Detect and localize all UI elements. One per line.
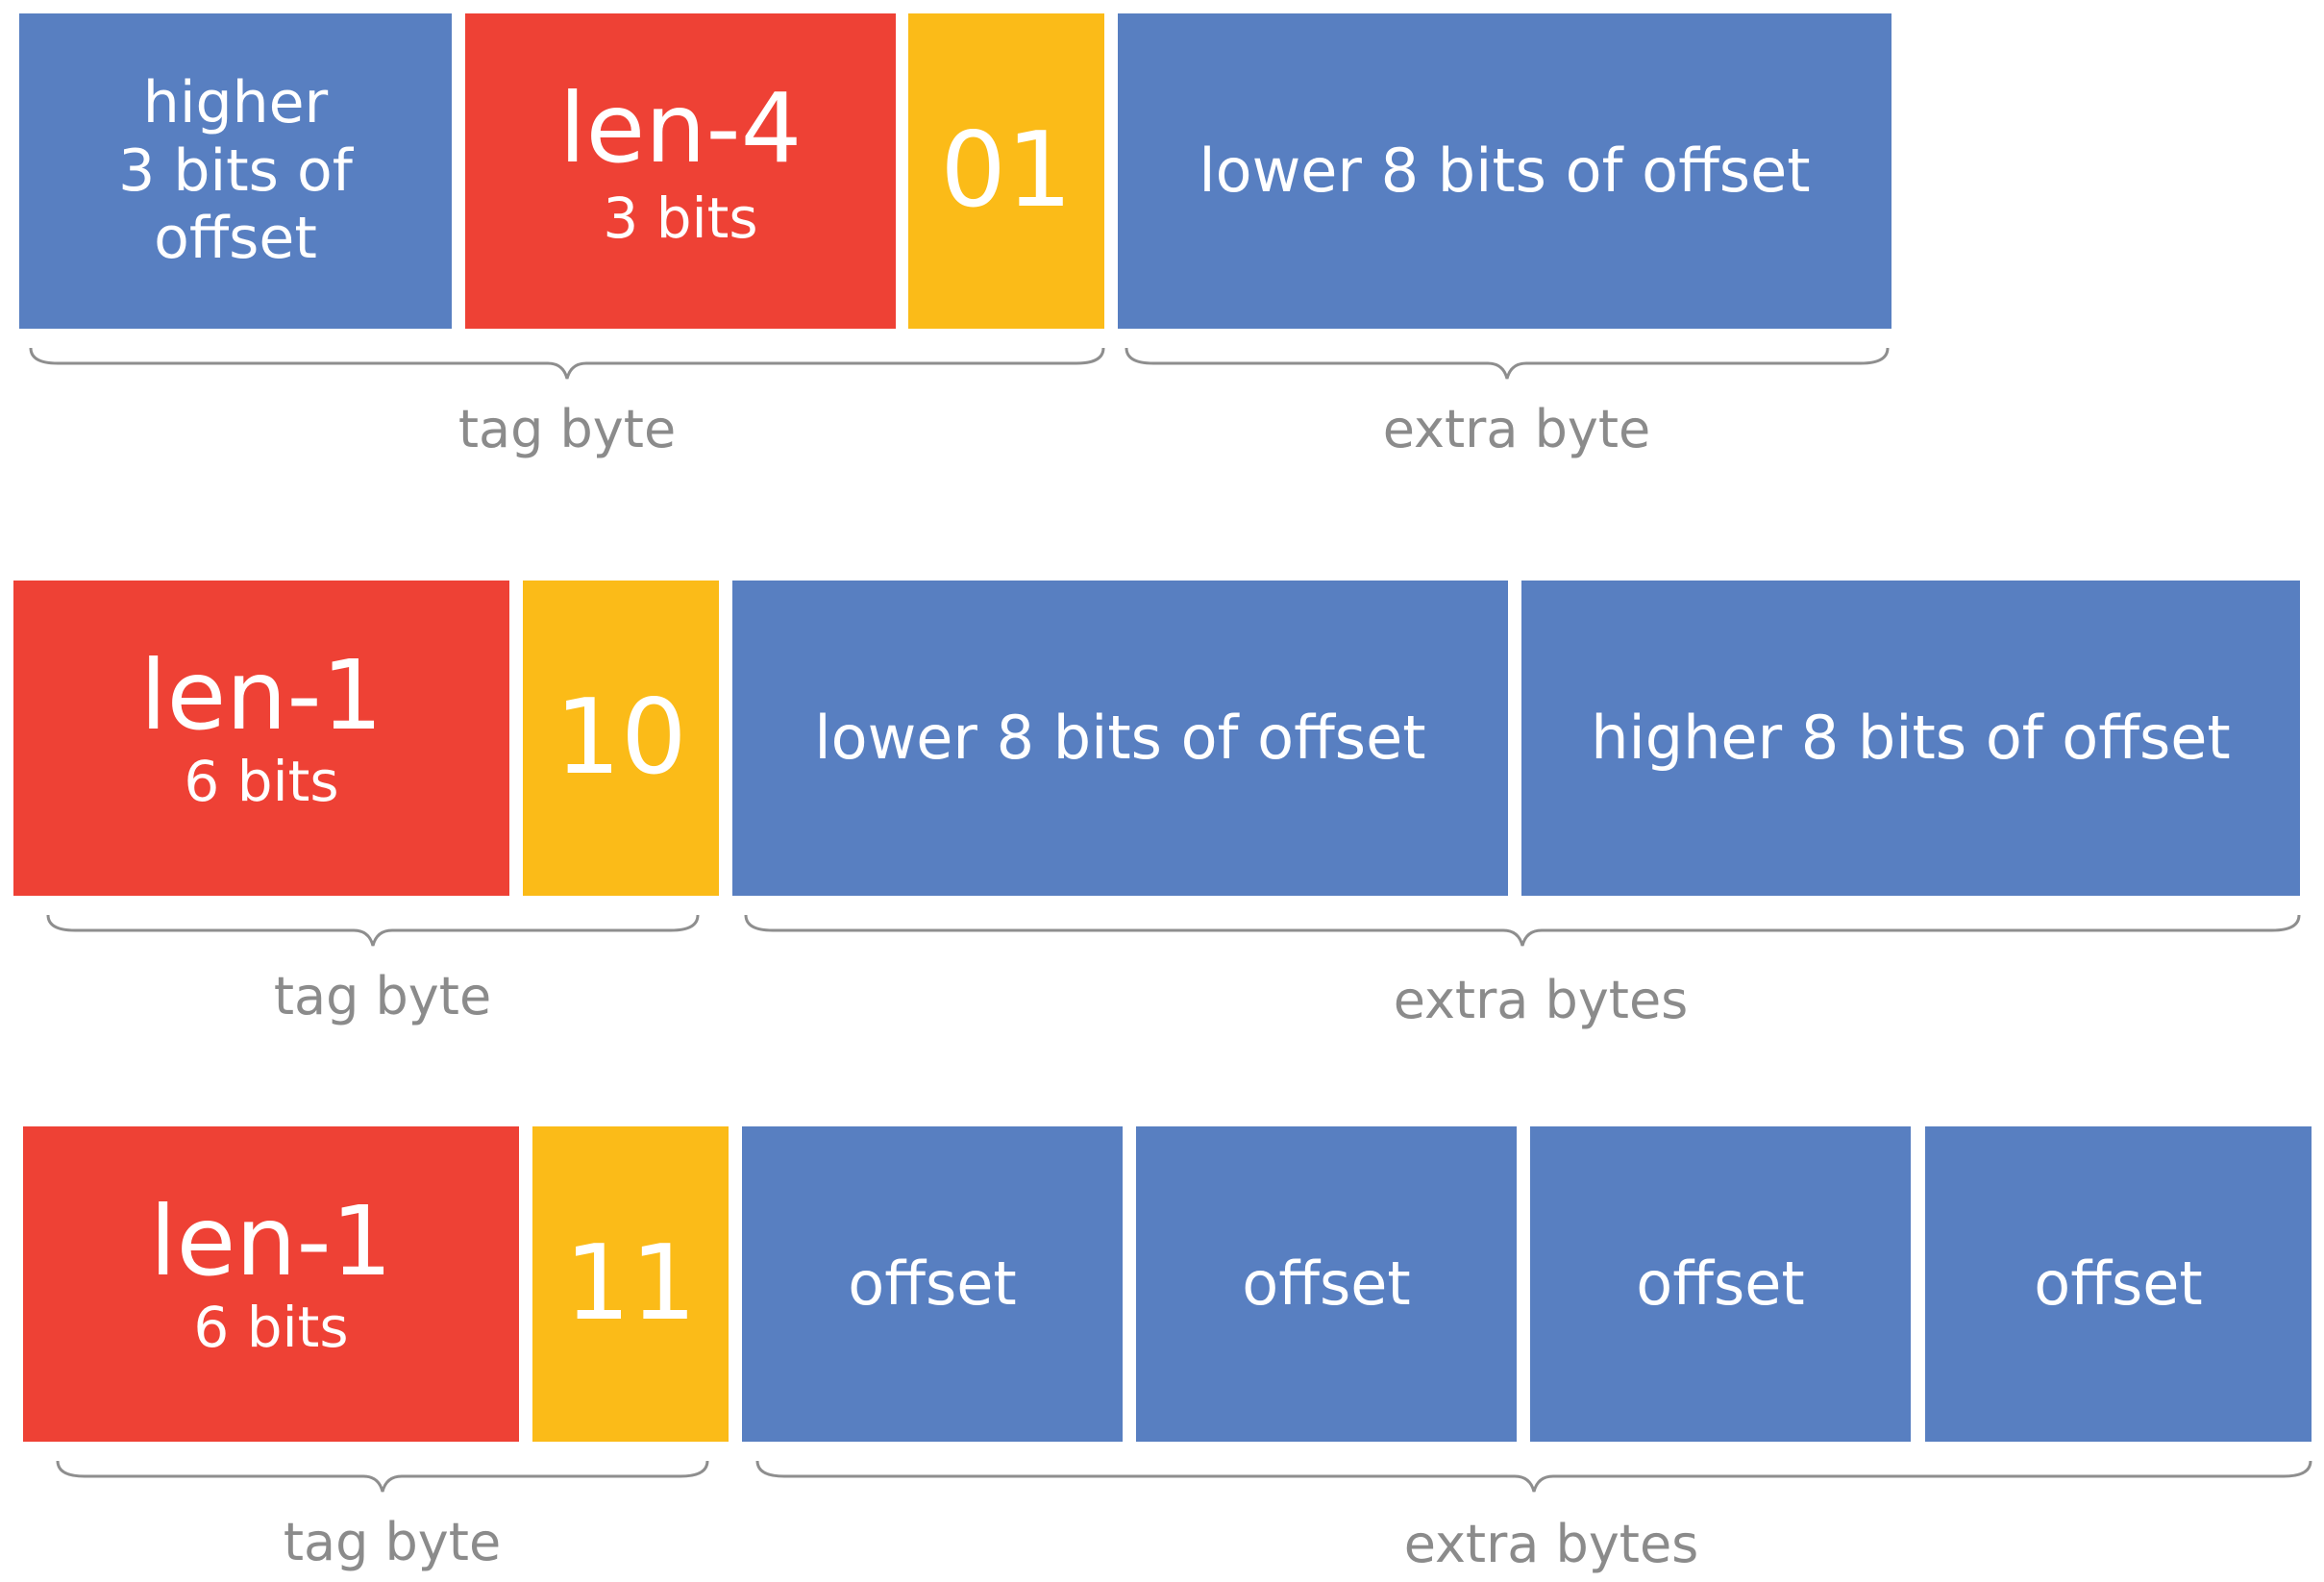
row2-tag-brace [46,914,700,947]
row3-tag-label: tag byte [283,1512,502,1572]
row3-extra-label: extra bytes [1403,1514,1699,1574]
row1-higher-offset-line-3: offset [154,205,317,273]
row3-tag-bits: 11 [564,1224,697,1344]
row3-offset-box-4: offset [1925,1126,2312,1442]
row1-lower-offset-box: lower 8 bits of offset [1118,13,1891,329]
row1-len-box: len-4 3 bits [465,13,896,329]
row3-offset-text-4: offset [2034,1248,2203,1319]
row1-tag-label: tag byte [457,399,677,459]
row3-len-box: len-1 6 bits [23,1126,519,1442]
row3-offset-text-2: offset [1242,1248,1411,1319]
row1-tag-bits: 01 [940,111,1073,231]
row1-higher-offset-line-2: 3 bits of [118,136,353,205]
row2-len-bits: 6 bits [184,748,339,814]
row1-extra-label: extra byte [1382,399,1651,459]
row2-extra-label: extra bytes [1393,970,1689,1030]
row3-offset-box-1: offset [742,1126,1123,1442]
row2-tag-label: tag byte [273,966,492,1026]
row3-offset-box-3: offset [1530,1126,1911,1442]
row3-len-title: len-1 [149,1184,393,1298]
row2-lower-offset-box: lower 8 bits of offset [732,581,1508,896]
row3-len-bits: 6 bits [193,1294,349,1360]
row3-offset-text-1: offset [848,1248,1017,1319]
row1-tag-brace [29,347,1105,380]
row1-len-bits: 3 bits [603,185,758,251]
row3-offset-box-2: offset [1136,1126,1517,1442]
row2-lower-offset-text: lower 8 bits of offset [814,702,1426,773]
row2-higher-offset-text: higher 8 bits of offset [1591,702,2231,773]
row2-tag-bits: 10 [555,678,687,798]
row1-higher-offset-box: higher 3 bits of offset [19,13,452,329]
row1-tag-bits-box: 01 [908,13,1104,329]
row2-tag-bits-box: 10 [523,581,719,896]
row3-extra-brace [755,1460,2312,1493]
row2-len-title: len-1 [139,638,383,752]
row3-offset-text-3: offset [1636,1248,1805,1319]
row2-len-box: len-1 6 bits [13,581,509,896]
row3-tag-brace [56,1460,709,1493]
row3-tag-bits-box: 11 [532,1126,729,1442]
row1-len-title: len-4 [558,71,803,185]
row1-higher-offset-line-1: higher [142,68,329,136]
row2-extra-brace [744,914,2301,947]
row1-extra-brace [1125,347,1890,380]
row1-lower-offset-text: lower 8 bits of offset [1199,135,1811,206]
row2-higher-offset-box: higher 8 bits of offset [1521,581,2300,896]
